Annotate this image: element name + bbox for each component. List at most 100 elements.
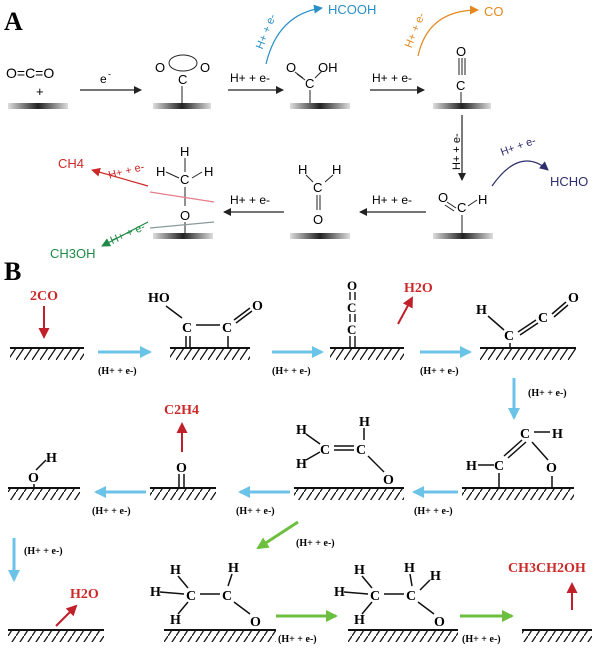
step-label-b1: (H+ + e-): [98, 366, 137, 377]
svg-text:H: H: [296, 423, 307, 438]
svg-text:H: H: [334, 585, 345, 600]
svg-text:O: O: [434, 615, 445, 630]
vinyloxy-intermediate: H H C C H O: [296, 415, 394, 488]
svg-text:HO: HO: [148, 291, 170, 306]
svg-text:H: H: [354, 613, 365, 628]
row3-surfaces: [8, 629, 592, 642]
svg-text:C: C: [504, 329, 514, 344]
step-label-b11: (H+ + e-): [462, 634, 501, 645]
step-label-a5: H+ + e-: [372, 193, 412, 207]
svg-text:C: C: [305, 76, 314, 91]
arrow-b8: [256, 520, 299, 550]
svg-text:O: O: [180, 208, 190, 223]
svg-text:C: C: [370, 589, 380, 604]
ho-ccco-intermediate: HO C C O: [148, 291, 263, 348]
svg-text:O: O: [313, 212, 323, 227]
cleave-line-red: [149, 191, 215, 203]
ch2o-intermediate: H H C O: [298, 162, 341, 227]
svg-text:O: O: [28, 471, 39, 486]
cho-intermediate: O C H: [438, 190, 487, 233]
ch3oh-label: CH3OH: [50, 246, 96, 261]
panel-a-letter: A: [4, 7, 23, 36]
svg-text:O: O: [456, 44, 466, 59]
svg-text:H: H: [170, 563, 181, 578]
svg-text:O: O: [200, 60, 210, 75]
hcooh-label: HCOOH: [328, 2, 376, 17]
row2-surfaces: [8, 487, 574, 500]
step-label-a3: H+ + e-: [372, 71, 412, 85]
svg-text:H: H: [156, 164, 165, 179]
svg-text:O: O: [250, 615, 261, 630]
panel-a-surfaces: [8, 103, 493, 239]
svg-text:H: H: [476, 303, 487, 318]
svg-text:C: C: [494, 459, 504, 474]
svg-text:C: C: [457, 200, 466, 215]
hcho-step-label: H+ + e-: [499, 135, 538, 159]
h2o-arrow-2: [55, 604, 78, 627]
step-label-b9: (H+ + e-): [24, 546, 63, 557]
ethylidene-oxy-intermediate: H H H C C H O: [150, 561, 261, 630]
svg-text:H: H: [354, 563, 365, 578]
svg-text:H: H: [228, 561, 239, 576]
step-label-b8: (H+ + e-): [296, 538, 335, 549]
ch3o-intermediate: H H H C O: [156, 144, 213, 233]
svg-text:C: C: [406, 589, 416, 604]
svg-text:C: C: [347, 322, 356, 337]
hcco-intermediate: H C C O: [476, 291, 579, 348]
ch3oh-branch-arrow: [101, 221, 149, 247]
step-label-a2: H+ + e-: [230, 71, 270, 85]
svg-text:C: C: [222, 321, 232, 336]
svg-text:H: H: [296, 457, 307, 472]
svg-text:H: H: [204, 164, 213, 179]
step-label-b4: (H+ + e-): [528, 388, 567, 399]
electron-label: e: [100, 72, 107, 86]
svg-text:C: C: [222, 589, 232, 604]
svg-text:H: H: [298, 162, 307, 177]
h2o-arrow-1: [397, 296, 413, 325]
svg-text:O: O: [286, 60, 296, 75]
plus-sign: +: [36, 84, 44, 99]
co-intermediate: O C: [456, 44, 466, 103]
occ-intermediate: O C C: [347, 278, 357, 348]
svg-text:H: H: [404, 561, 415, 576]
svg-text:H: H: [150, 585, 161, 600]
hcho-branch-arrow: [491, 160, 549, 187]
svg-text:H: H: [332, 162, 341, 177]
step-label-b10: (H+ + e-): [278, 634, 317, 645]
hcooh-branch-arrow: [265, 4, 323, 65]
panel-b-letter: B: [4, 257, 21, 286]
h2o-label-2: H2O: [70, 587, 99, 602]
step-label-a4: H+ + e-: [451, 133, 463, 170]
svg-text:O: O: [546, 461, 557, 476]
svg-text:H: H: [170, 613, 181, 628]
step-label-b5: (H+ + e-): [414, 506, 453, 517]
co-step-label: H+ + e-: [403, 11, 428, 50]
svg-text:C: C: [538, 311, 548, 326]
hcho-label: HCHO: [550, 174, 588, 189]
svg-text:C: C: [178, 72, 187, 87]
svg-text:C: C: [186, 589, 196, 604]
svg-text:H: H: [466, 459, 477, 474]
svg-text:C: C: [356, 443, 366, 458]
svg-text:O: O: [155, 60, 165, 75]
ch4-label: CH4: [58, 156, 84, 171]
svg-text:H: H: [552, 427, 563, 442]
svg-text:C: C: [182, 321, 192, 336]
svg-text:C: C: [456, 78, 465, 93]
svg-text:-: -: [108, 69, 111, 79]
hcooh-step-label: H+ + e-: [254, 12, 279, 51]
h2o-label-1: H2O: [404, 281, 433, 296]
svg-text:C: C: [313, 180, 322, 195]
two-co-label: 2CO: [30, 289, 58, 304]
svg-text:O: O: [347, 278, 357, 293]
svg-text:C: C: [320, 443, 330, 458]
ch4-branch-arrow: [91, 167, 149, 187]
oxametallacycle-intermediate: C H C H O: [466, 427, 563, 488]
svg-text:H: H: [359, 415, 370, 430]
svg-text:O: O: [438, 190, 448, 205]
co-label: CO: [484, 4, 504, 19]
svg-text:O: O: [383, 473, 394, 488]
svg-text:H: H: [180, 144, 189, 159]
ethanol-label: CH3CH2OH: [508, 561, 586, 576]
